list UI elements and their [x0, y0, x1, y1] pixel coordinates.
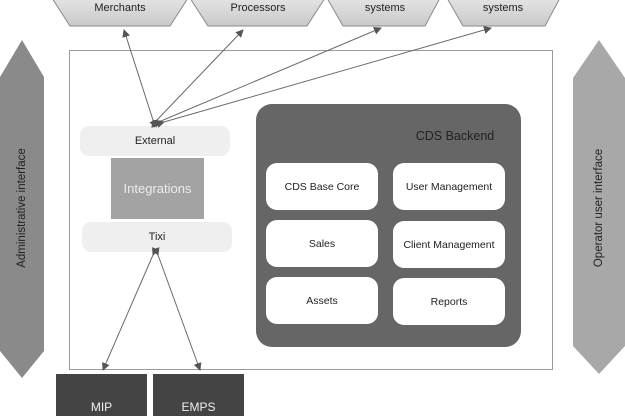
external-integration-pill: External: [80, 126, 230, 156]
module-cds-base-core: CDS Base Core: [266, 163, 378, 210]
external-system-label-3: systems: [364, 2, 406, 14]
external-system-box-4: [447, 0, 560, 27]
mip-system-box: MIP: [56, 374, 147, 416]
external-system-box-2: [190, 0, 325, 27]
connector-processors: [149, 29, 244, 128]
module-sales: Sales: [266, 220, 378, 267]
module-reports: Reports: [393, 278, 505, 325]
operator-interface-arrow: [573, 40, 625, 374]
connector-merchants: [122, 29, 159, 128]
module-client-management: Client Management: [393, 221, 505, 268]
external-system-label-4: systems: [482, 2, 524, 14]
connector-mip: [102, 246, 160, 371]
emps-system-box: EMPS: [153, 374, 244, 416]
connector-system-4: [156, 26, 492, 128]
external-system-box-3: [327, 0, 440, 27]
external-system-label-merchants: Merchants: [94, 2, 146, 14]
cds-backend-title: CDS Backend: [415, 129, 495, 143]
administrative-interface-arrow: [0, 40, 44, 378]
external-system-label-processors: Processors: [230, 2, 286, 14]
module-user-management: User Management: [393, 163, 505, 210]
connector-system-3: [152, 27, 382, 128]
external-system-box-1: [52, 0, 188, 27]
integrations-block: Integrations: [111, 158, 204, 219]
connector-emps: [151, 247, 202, 371]
module-assets: Assets: [266, 277, 378, 324]
